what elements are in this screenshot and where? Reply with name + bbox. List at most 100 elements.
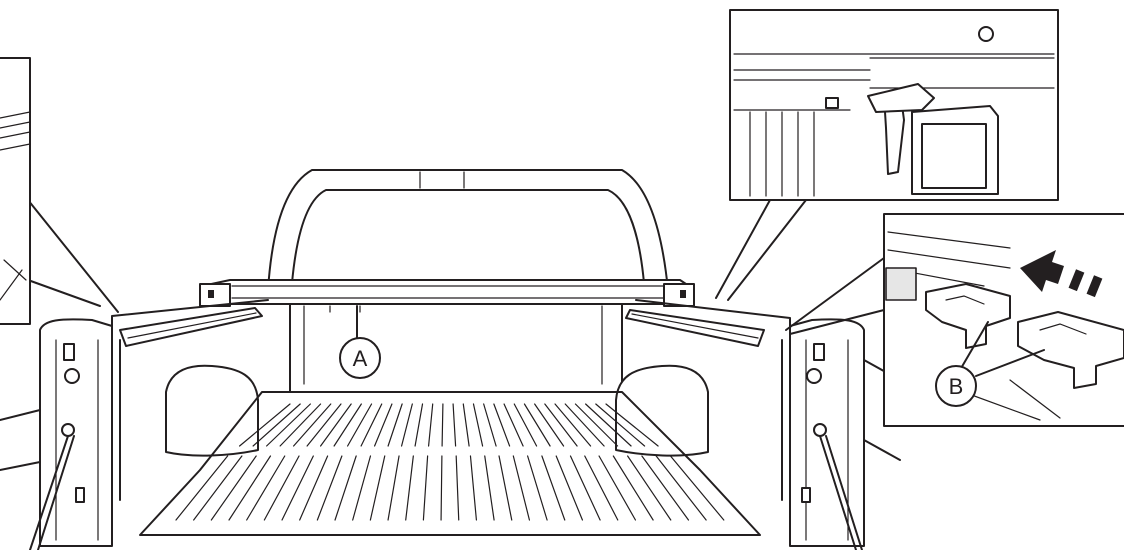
- clip-block-1-notch: [945, 295, 985, 305]
- right-side-rail: [625, 309, 765, 347]
- floor-rib-upper: [523, 403, 551, 447]
- callout-b-label: B: [949, 374, 964, 399]
- floor-rib-lower: [655, 455, 707, 521]
- floor-rib-upper: [513, 403, 538, 447]
- cab-rear-window: [291, 189, 645, 284]
- left-body-edge: [0, 409, 41, 471]
- callout-a-label: A: [353, 346, 368, 371]
- right-side-rail-groove: [631, 313, 759, 339]
- floor-rib-upper: [306, 403, 342, 447]
- left-striker-bolt: [64, 368, 80, 384]
- floor-rib-lower: [584, 455, 619, 521]
- push-direction-arrow: [1020, 250, 1064, 292]
- floor-rib-upper: [534, 403, 565, 447]
- callout-a-circle: [339, 337, 381, 379]
- floor-rib-lower: [569, 455, 601, 521]
- floor-rib-upper: [441, 403, 444, 447]
- floor-rib-lower: [598, 455, 637, 521]
- floor-rib-lower: [455, 455, 460, 521]
- floor-rib-upper: [595, 403, 646, 447]
- right-clamp-bolt: [680, 290, 686, 298]
- floor-rib-lower: [541, 455, 566, 521]
- left-detail-inset: [0, 57, 119, 325]
- floor-rib-upper: [462, 403, 470, 447]
- floor-rib-upper: [483, 403, 497, 447]
- latch-inset-window-inner: [921, 123, 987, 189]
- truck-bed-illustration: [0, 169, 901, 550]
- floor-rib-lower: [334, 455, 357, 521]
- right-lower-clip: [801, 487, 811, 503]
- right-tailgate-cable: [819, 435, 863, 550]
- floor-rib-lower: [440, 455, 443, 521]
- floor-rib-upper: [333, 403, 362, 447]
- floor-rib-upper: [493, 403, 511, 447]
- cab-roof-marker: [419, 171, 465, 189]
- floor-rib-upper: [319, 403, 352, 447]
- front-cross-rail-edge: [231, 285, 681, 299]
- floor-rib-upper: [427, 403, 434, 447]
- floor-rib-lower: [369, 455, 386, 521]
- floor-rib-upper: [503, 403, 524, 447]
- right-support-pin: [813, 423, 827, 437]
- floor-rib-upper: [265, 403, 311, 447]
- floor-rib-upper: [387, 403, 403, 447]
- floor-rib-lower: [498, 455, 513, 521]
- floor-rib-lower: [612, 455, 654, 521]
- bed-front-wall: [289, 303, 623, 393]
- callout-b: B: [935, 365, 977, 407]
- left-inset-pointer: [27, 199, 119, 313]
- floor-rib-lower: [387, 455, 400, 521]
- floor-rib-upper: [585, 403, 632, 447]
- floor-rib-lower: [422, 455, 429, 521]
- floor-rib-upper: [605, 403, 659, 447]
- floor-rib-lower: [484, 455, 495, 521]
- left-support-pin: [61, 423, 75, 437]
- left-wheel-well: [165, 364, 259, 457]
- floor-rib-lower: [555, 455, 584, 521]
- left-side-rail: [119, 307, 263, 347]
- latch-inset-pointer: [715, 199, 807, 301]
- left-pillar-inner: [55, 339, 99, 541]
- floor-rib-upper: [400, 403, 413, 447]
- left-rail-clamp: [199, 283, 231, 307]
- floor-rib-lower: [228, 455, 272, 521]
- floor-rib-upper: [239, 403, 291, 447]
- right-latch-slot: [813, 343, 825, 361]
- floor-rib-upper: [373, 403, 393, 447]
- floor-rib-lower: [210, 455, 257, 521]
- front-cross-rail: [201, 279, 693, 305]
- latch-inset-cover-edge: [733, 53, 1055, 89]
- push-arrow-dash-2: [1086, 275, 1103, 298]
- floor-rib-upper: [472, 403, 484, 447]
- floor-rib-upper: [279, 403, 322, 447]
- latch-mechanism: [867, 83, 935, 113]
- left-tailgate-pillar: [39, 318, 113, 547]
- latch-knob: [978, 26, 994, 42]
- floor-rib-upper: [574, 403, 619, 447]
- clip-inset-pointer: [785, 257, 885, 335]
- right-striker-bolt: [806, 368, 822, 384]
- floor-rib-upper: [414, 403, 424, 447]
- bed-floor-ribs: [175, 403, 725, 521]
- floor-rib-upper: [360, 403, 383, 447]
- left-latch-slot: [63, 343, 75, 361]
- push-arrow-dash-1: [1068, 269, 1085, 292]
- floor-rib-upper: [252, 403, 301, 447]
- floor-rib-upper: [554, 403, 592, 447]
- floor-rib-upper: [564, 403, 605, 447]
- callout-a: A: [339, 305, 381, 379]
- floor-rib-lower: [641, 455, 690, 521]
- floor-rib-lower: [627, 455, 672, 521]
- clip-block-2-notch: [1039, 323, 1087, 335]
- floor-rib-lower: [316, 455, 343, 521]
- bed-front-wall-ribs: [303, 305, 603, 385]
- floor-rib-upper: [452, 403, 457, 447]
- clip-detail-inset: [785, 213, 1124, 427]
- bed-floor: [139, 391, 761, 536]
- left-clamp-bolt: [208, 290, 214, 298]
- clip-inset-bracket: [885, 267, 917, 301]
- right-tailgate-pillar: [789, 318, 865, 547]
- floor-rib-lower: [281, 455, 314, 521]
- callout-b-leader: [959, 321, 1045, 377]
